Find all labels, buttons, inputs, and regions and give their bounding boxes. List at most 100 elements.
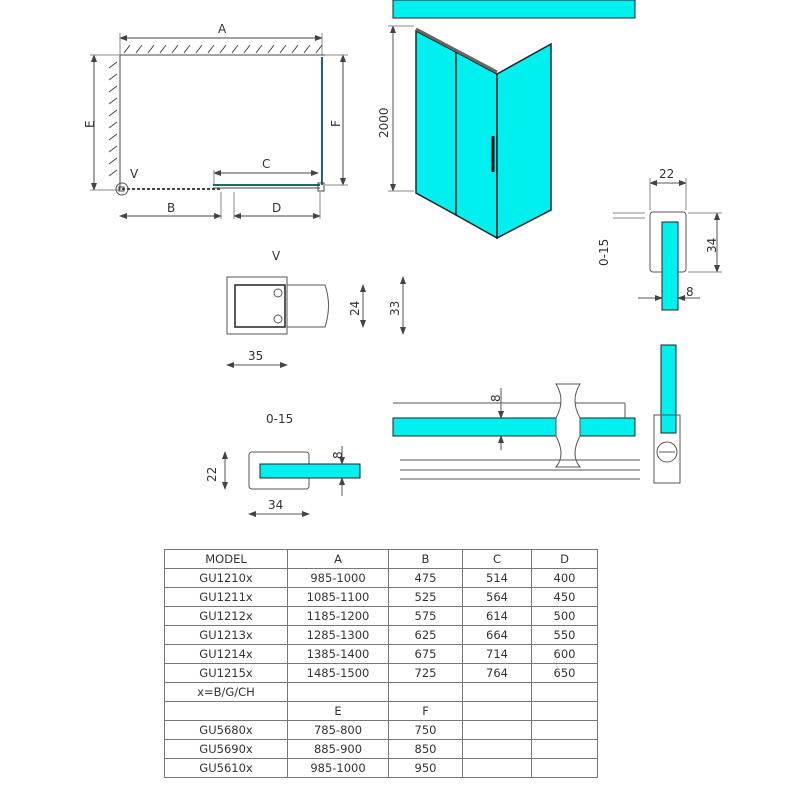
- wall-profile-side: [222, 446, 361, 517]
- cell: 1085-1100: [287, 587, 389, 607]
- cell: 1285-1300: [287, 625, 389, 645]
- cell: 1485-1500: [287, 663, 389, 683]
- cell: GU1210x: [164, 568, 288, 588]
- plan-view: [90, 33, 348, 219]
- header-model: MODEL: [164, 549, 288, 569]
- side-width-label: 34: [268, 498, 283, 512]
- side-adjust-label: 0-15: [266, 412, 293, 426]
- cell: 475: [388, 568, 463, 588]
- header-c: C: [462, 549, 532, 569]
- cell: 725: [388, 663, 463, 683]
- header-a: A: [287, 549, 389, 569]
- corner-glass-label: 8: [489, 394, 503, 402]
- profile-height-label: 34: [705, 238, 719, 253]
- cell: 500: [531, 606, 598, 626]
- cell: 650: [531, 663, 598, 683]
- cell: 550: [531, 625, 598, 645]
- header-d: D: [531, 549, 598, 569]
- cell: 1385-1400: [287, 644, 389, 664]
- cell: GU1215x: [164, 663, 288, 683]
- profile-width-label: 22: [659, 167, 674, 181]
- cell: 664: [462, 625, 532, 645]
- cell: 600: [531, 644, 598, 664]
- dim-label-f: F: [329, 120, 343, 127]
- detail-v-outer-height: 33: [388, 301, 402, 316]
- cell: 764: [462, 663, 532, 683]
- cell: [531, 682, 598, 702]
- cell: GU1213x: [164, 625, 288, 645]
- height-label: 2000: [377, 107, 391, 138]
- table-row: x=B/G/CH: [164, 682, 598, 702]
- dim-label-d: D: [272, 201, 281, 215]
- cell: 675: [388, 644, 463, 664]
- detail-v-inner-height: 24: [348, 301, 362, 316]
- cell: GU1212x: [164, 606, 288, 626]
- cell: 400: [531, 568, 598, 588]
- cell: [531, 758, 598, 778]
- cell: 625: [388, 625, 463, 645]
- detail-v-width: 35: [248, 349, 263, 363]
- corner-section: [392, 0, 681, 484]
- cell: GU5610x: [164, 758, 288, 778]
- detail-v-title: V: [272, 249, 281, 263]
- cell: 785-800: [287, 720, 389, 740]
- cell: [531, 720, 598, 740]
- cell: 985-1000: [287, 568, 389, 588]
- dim-label-e: E: [83, 120, 97, 128]
- cell: [462, 758, 532, 778]
- cell: [462, 701, 532, 721]
- cell: [164, 701, 288, 721]
- cell: [388, 682, 463, 702]
- glass-thickness-label: 8: [686, 285, 694, 299]
- cell: 714: [462, 644, 532, 664]
- detail-v: [226, 276, 406, 368]
- cell: [287, 682, 389, 702]
- cell: 885-900: [287, 739, 389, 759]
- cell: GU1214x: [164, 644, 288, 664]
- cell: [531, 701, 598, 721]
- detail-marker-v: V: [130, 167, 139, 181]
- cell: 1185-1200: [287, 606, 389, 626]
- cell: 450: [531, 587, 598, 607]
- cell: GU1211x: [164, 587, 288, 607]
- cell: GU5680x: [164, 720, 288, 740]
- cell: [531, 739, 598, 759]
- cell: [462, 739, 532, 759]
- cell: 575: [388, 606, 463, 626]
- technical-drawing: A E F C V B D 2000 22 0-15 34 8: [83, 0, 722, 517]
- cell: GU5690x: [164, 739, 288, 759]
- table-header-row: MODEL A B C D: [164, 549, 598, 569]
- wall-profile-top: [613, 178, 722, 311]
- dim-label-b: B: [167, 201, 175, 215]
- adjust-range-label: 0-15: [597, 239, 611, 266]
- cell: [462, 720, 532, 740]
- iso-view: [388, 25, 552, 240]
- cell: x=B/G/CH: [164, 682, 288, 702]
- cell: 564: [462, 587, 532, 607]
- cell: 750: [388, 720, 463, 740]
- cell: 950: [388, 758, 463, 778]
- cell: 985-1000: [287, 758, 389, 778]
- cell: F: [388, 701, 463, 721]
- cell: [462, 682, 532, 702]
- side-height-label: 22: [205, 467, 219, 482]
- header-b: B: [388, 549, 463, 569]
- cell: 525: [388, 587, 463, 607]
- dim-label-c: C: [262, 157, 270, 171]
- cell: E: [287, 701, 389, 721]
- cell: 850: [388, 739, 463, 759]
- cell: 514: [462, 568, 532, 588]
- dim-label-a: A: [218, 22, 227, 36]
- cell: 614: [462, 606, 532, 626]
